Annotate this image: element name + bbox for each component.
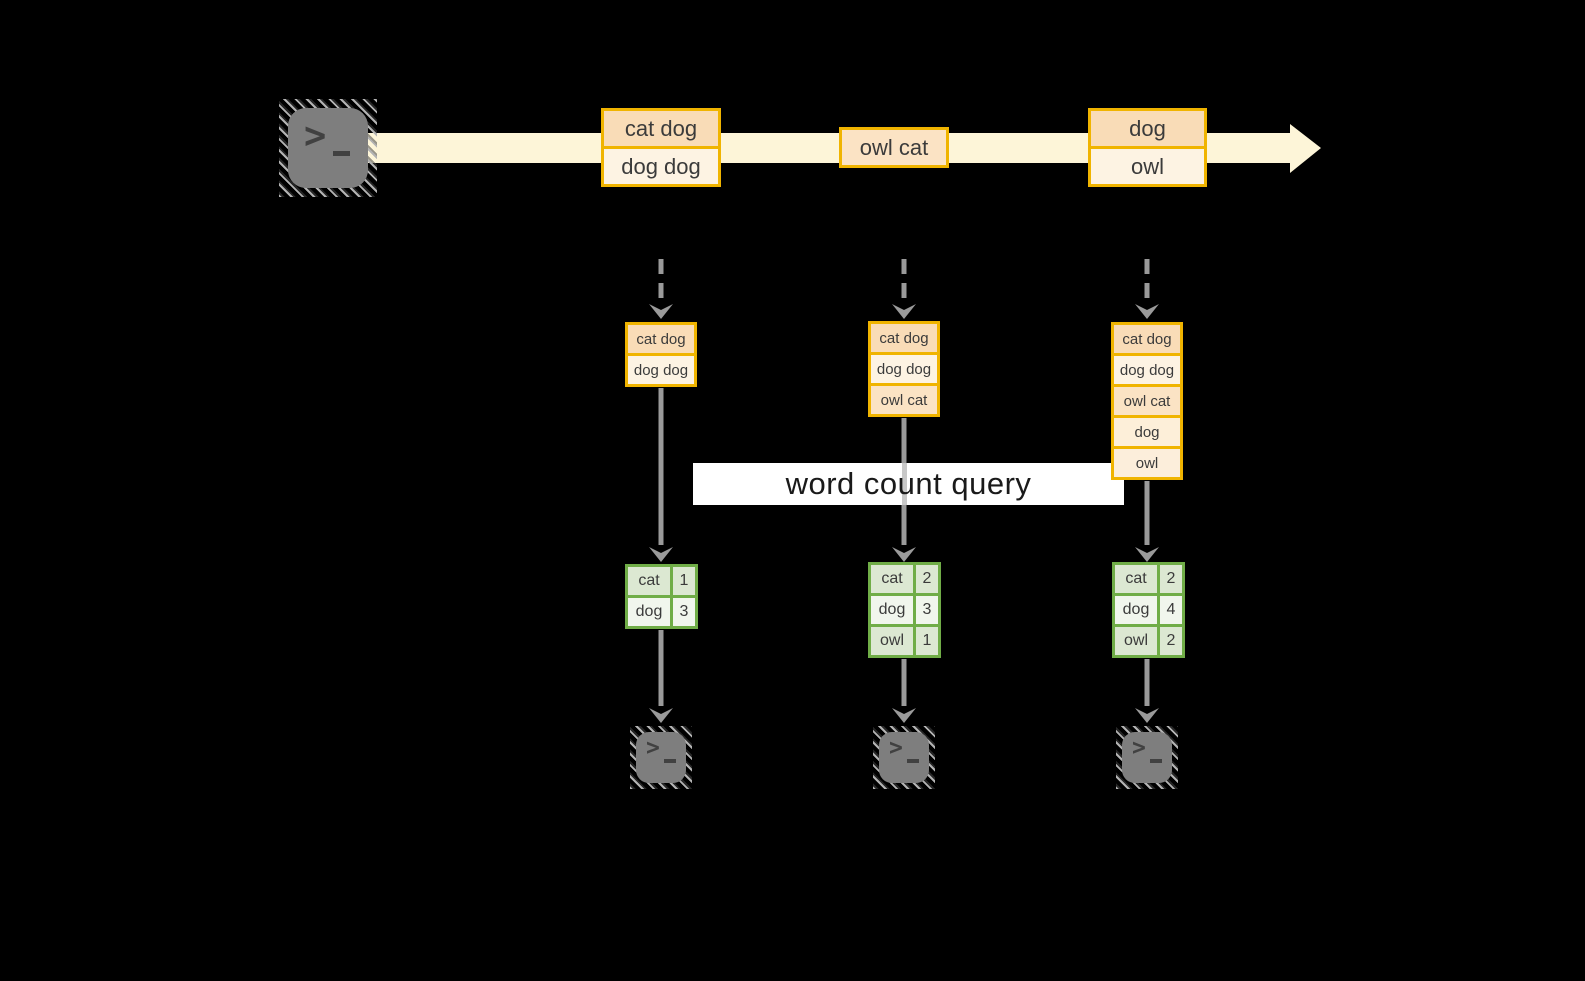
query-arrowhead-3 — [1135, 547, 1159, 562]
terminal-prompt-underscore — [664, 759, 676, 763]
table-row: dog 4 — [1115, 596, 1182, 624]
query-label: word count query — [785, 466, 1032, 501]
terminal-prompt-underscore — [907, 759, 919, 763]
stream-batch-1: cat dog dog dog — [601, 108, 721, 187]
word-cell: cat — [871, 565, 913, 593]
word-cell: dog — [871, 596, 913, 624]
output-terminal-icon-2: > — [873, 726, 935, 789]
word-cell: dog — [628, 598, 670, 626]
count-cell: 2 — [916, 565, 938, 593]
output-arrowhead-1 — [649, 708, 673, 723]
stream-arrow — [355, 124, 1321, 173]
stream-batch-3: dog owl — [1088, 108, 1207, 187]
query-arrowhead-1 — [649, 547, 673, 562]
table-row: cat 2 — [1115, 565, 1182, 593]
terminal-prompt-underscore — [1150, 759, 1162, 763]
state-box-1: cat dog dog dog — [625, 322, 697, 387]
terminal-body: > — [1122, 732, 1172, 783]
stream-batch-2: owl cat — [839, 127, 949, 168]
state-cell: dog dog — [871, 355, 937, 383]
word-cell: owl — [871, 627, 913, 655]
terminal-prompt-chevron: > — [1132, 735, 1146, 761]
result-table-3: cat 2 dog 4 owl 2 — [1112, 562, 1185, 658]
word-cell: cat — [628, 567, 670, 595]
table-row: owl 2 — [1115, 627, 1182, 655]
output-arrowhead-3 — [1135, 708, 1159, 723]
state-cell: owl cat — [1114, 387, 1180, 415]
table-row: dog 3 — [871, 596, 938, 624]
output-terminal-icon-1: > — [630, 726, 692, 789]
state-cell: owl cat — [871, 386, 937, 414]
state-cell: dog dog — [1114, 356, 1180, 384]
terminal-prompt-chevron: > — [646, 735, 660, 761]
word-cell: owl — [1115, 627, 1157, 655]
state-cell: cat dog — [871, 324, 937, 352]
output-terminal-icon-3: > — [1116, 726, 1178, 789]
query-arrowhead-2 — [892, 547, 916, 562]
terminal-prompt-chevron: > — [889, 735, 903, 761]
batch-cell: cat dog — [604, 111, 718, 146]
table-row: cat 2 — [871, 565, 938, 593]
batch-cell: dog — [1091, 111, 1204, 146]
count-cell: 4 — [1160, 596, 1182, 624]
result-table-1: cat 1 dog 3 — [625, 564, 698, 629]
terminal-prompt-underscore — [333, 151, 350, 156]
output-arrowhead-2 — [892, 708, 916, 723]
result-table-2: cat 2 dog 3 owl 1 — [868, 562, 941, 658]
table-row: owl 1 — [871, 627, 938, 655]
batch-arrowhead-3 — [1135, 304, 1159, 319]
batch-cell: owl cat — [842, 130, 946, 165]
query-band: word count query — [693, 463, 1124, 505]
state-box-3: cat dog dog dog owl cat dog owl — [1111, 322, 1183, 480]
count-cell: 3 — [673, 598, 695, 626]
state-cell: cat dog — [628, 325, 694, 353]
state-box-2: cat dog dog dog owl cat — [868, 321, 940, 417]
word-cell: dog — [1115, 596, 1157, 624]
state-cell: dog — [1114, 418, 1180, 446]
batch-cell: owl — [1091, 149, 1204, 184]
terminal-body: > — [879, 732, 929, 783]
query-band-wire-overlay — [902, 463, 907, 505]
count-cell: 1 — [673, 567, 695, 595]
state-cell: dog dog — [628, 356, 694, 384]
count-cell: 2 — [1160, 565, 1182, 593]
terminal-prompt-chevron: > — [304, 114, 327, 157]
batch-cell: dog dog — [604, 149, 718, 184]
terminal-body: > — [288, 108, 368, 188]
count-cell: 3 — [916, 596, 938, 624]
count-cell: 1 — [916, 627, 938, 655]
state-cell: cat dog — [1114, 325, 1180, 353]
table-row: cat 1 — [628, 567, 695, 595]
table-row: dog 3 — [628, 598, 695, 626]
state-cell: owl — [1114, 449, 1180, 477]
batch-arrowhead-1 — [649, 304, 673, 319]
word-cell: cat — [1115, 565, 1157, 593]
count-cell: 2 — [1160, 627, 1182, 655]
terminal-body: > — [636, 732, 686, 783]
batch-arrowhead-2 — [892, 304, 916, 319]
source-terminal-icon: > — [279, 99, 377, 197]
